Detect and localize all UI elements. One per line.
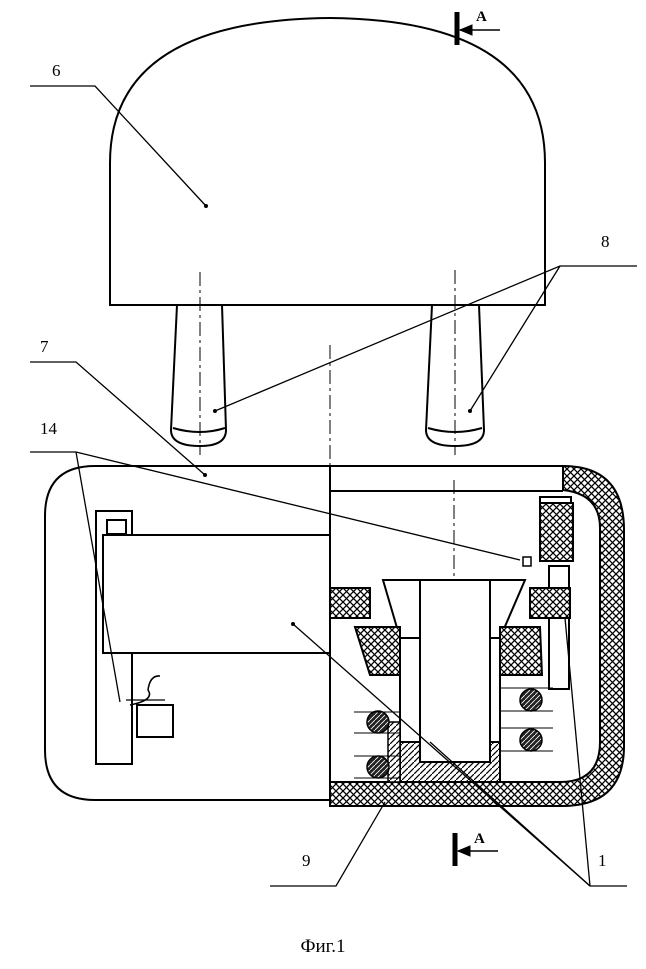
callout-6: 6 (52, 61, 61, 80)
callout-9: 9 (302, 851, 311, 870)
section-label-top: А (476, 9, 487, 25)
plug-body (110, 18, 545, 305)
section-label-bottom: А (474, 831, 485, 847)
funnel-guide (355, 580, 542, 762)
callout-7: 7 (40, 337, 49, 356)
callout-1: 1 (598, 851, 607, 870)
plug-pin-left (171, 305, 226, 446)
callout-8: 8 (601, 232, 610, 251)
callout-14: 14 (40, 419, 58, 438)
figure-caption: Фиг.1 (300, 936, 345, 957)
contact-sleeve-left (388, 722, 400, 782)
contact-marker (523, 557, 531, 566)
